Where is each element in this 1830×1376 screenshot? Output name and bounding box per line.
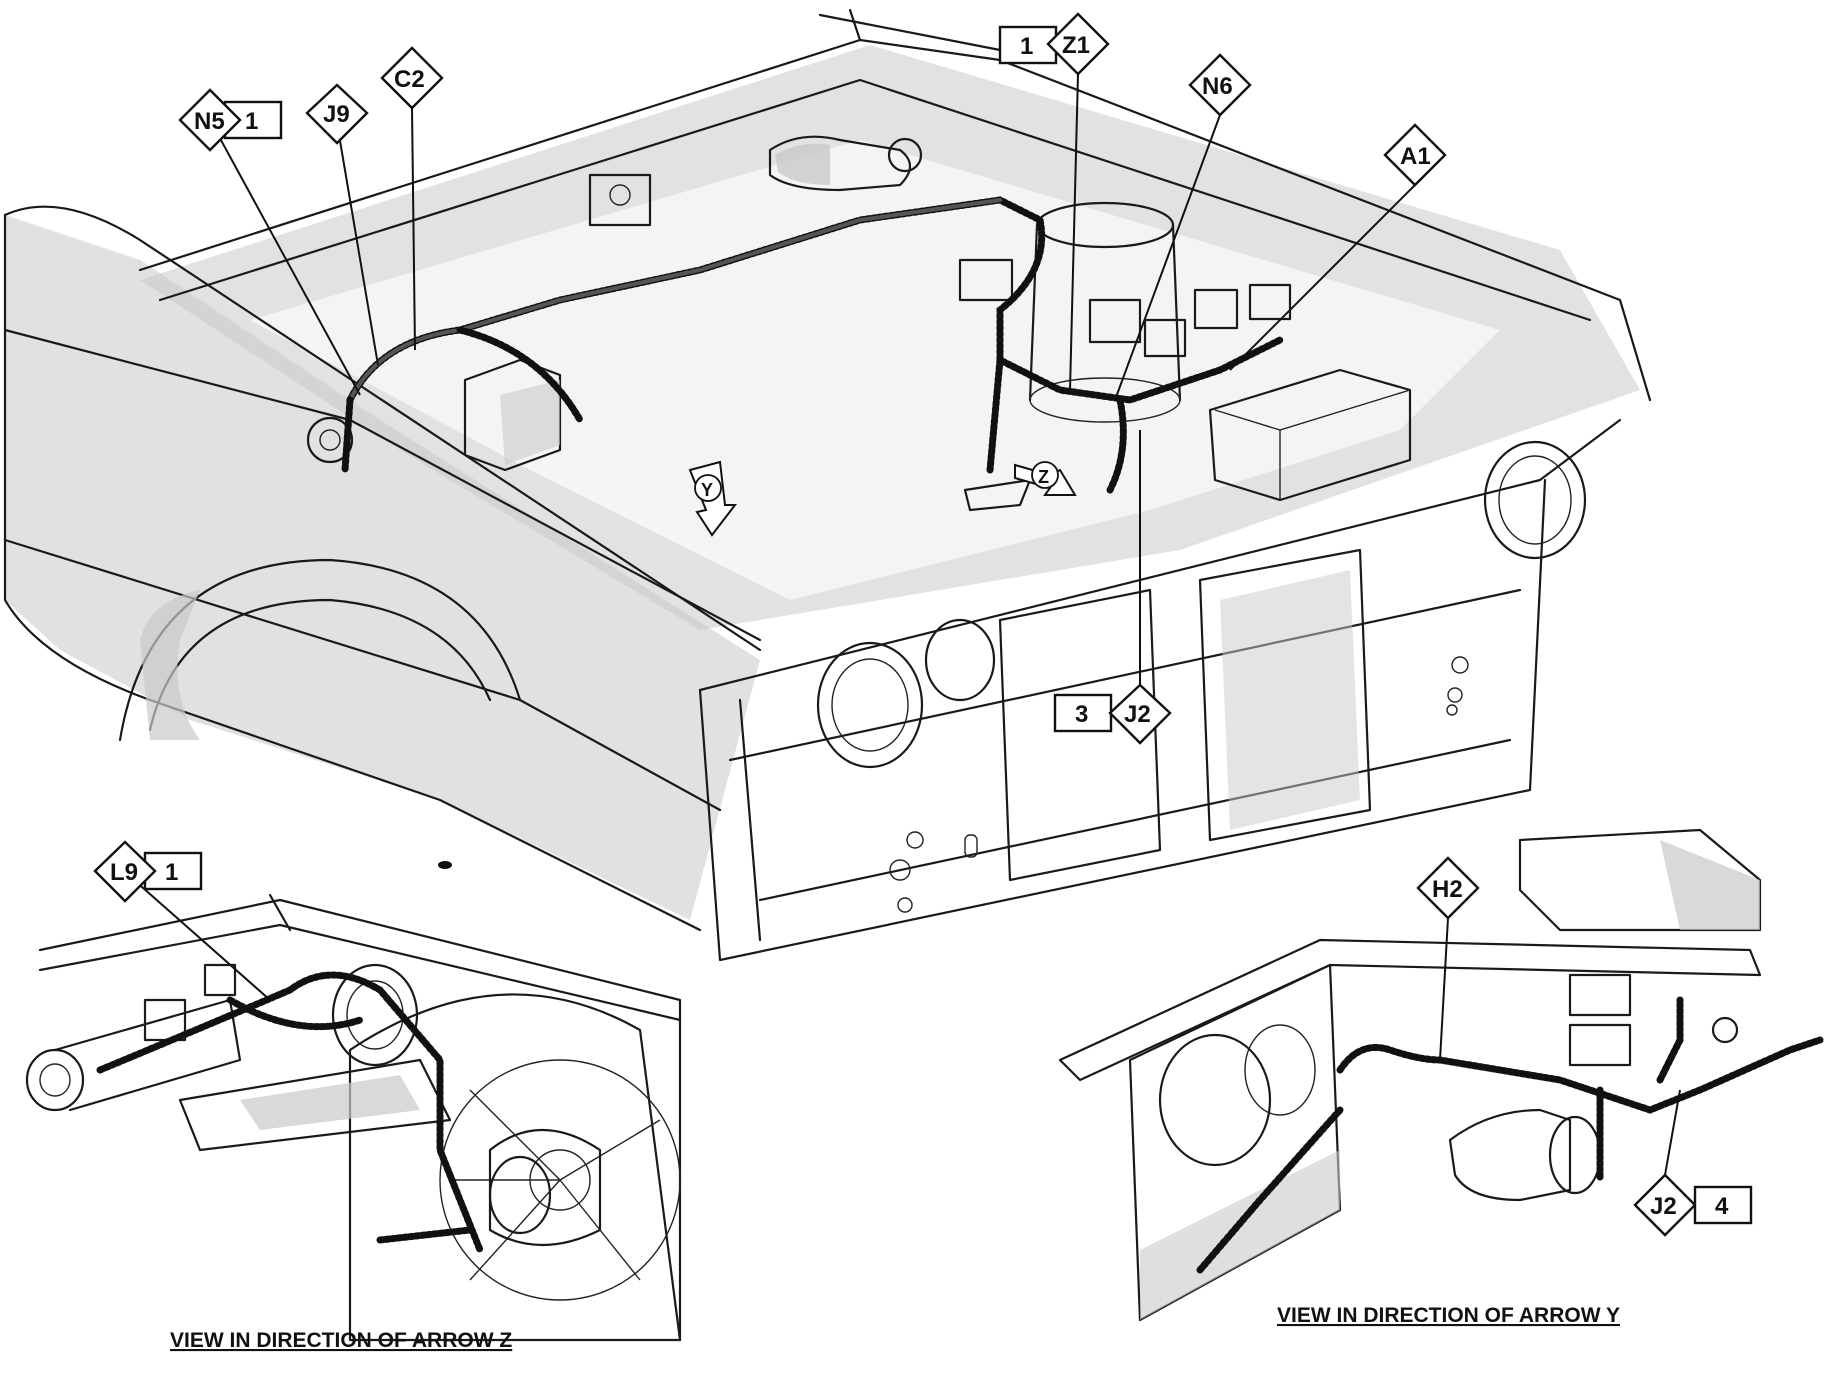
callout-j2-detail-number: 4: [1715, 1193, 1729, 1220]
detail-view-z: 1 L9: [25, 840, 682, 1342]
callout-c2: C2: [380, 46, 444, 351]
callout-l9-number: 1: [165, 859, 178, 886]
callout-h2: [1416, 856, 1480, 920]
callout-z1-code: Z1: [1062, 32, 1090, 59]
engine-bay-drawing: [3, 8, 1652, 962]
callout-z1: 1 Z1: [998, 12, 1110, 391]
callout-n5: 1 N5: [178, 88, 361, 396]
callout-a1-code: A1: [1400, 143, 1431, 170]
callout-j2-detail: [1633, 1173, 1697, 1237]
callout-j2-main: 3 J2: [1053, 430, 1172, 745]
caption-view-z: VIEW IN DIRECTION OF ARROW Z: [170, 1329, 512, 1352]
arrow-y-label: Y: [701, 480, 713, 500]
callout-c2-code: C2: [394, 66, 425, 93]
callout-j9: J9: [305, 83, 379, 366]
callout-j2-main-number: 3: [1075, 701, 1088, 728]
callout-n5-number: 1: [245, 108, 258, 135]
callout-a1: A1: [1229, 123, 1447, 371]
callout-n5-code: N5: [194, 108, 225, 135]
callout-n6-code: N6: [1202, 73, 1233, 100]
arrow-z: Z: [1014, 461, 1077, 496]
callout-j9-code: J9: [323, 101, 350, 128]
arrow-y: Y: [688, 460, 738, 537]
callout-j2-detail-code: J2: [1650, 1193, 1677, 1220]
detail-view-y: H2 J2 4: [1058, 828, 1824, 1322]
arrow-z-label: Z: [1038, 467, 1049, 487]
callout-z1-number: 1: [1020, 33, 1033, 60]
callout-h2-code: H2: [1432, 876, 1463, 903]
callout-j2-main-code: J2: [1124, 701, 1151, 728]
callout-n6: N6: [1114, 53, 1252, 401]
callout-l9: [93, 840, 157, 903]
bullet-dot: [438, 861, 452, 869]
caption-view-y: VIEW IN DIRECTION OF ARROW Y: [1277, 1304, 1620, 1327]
callout-l9-code: L9: [110, 859, 138, 886]
